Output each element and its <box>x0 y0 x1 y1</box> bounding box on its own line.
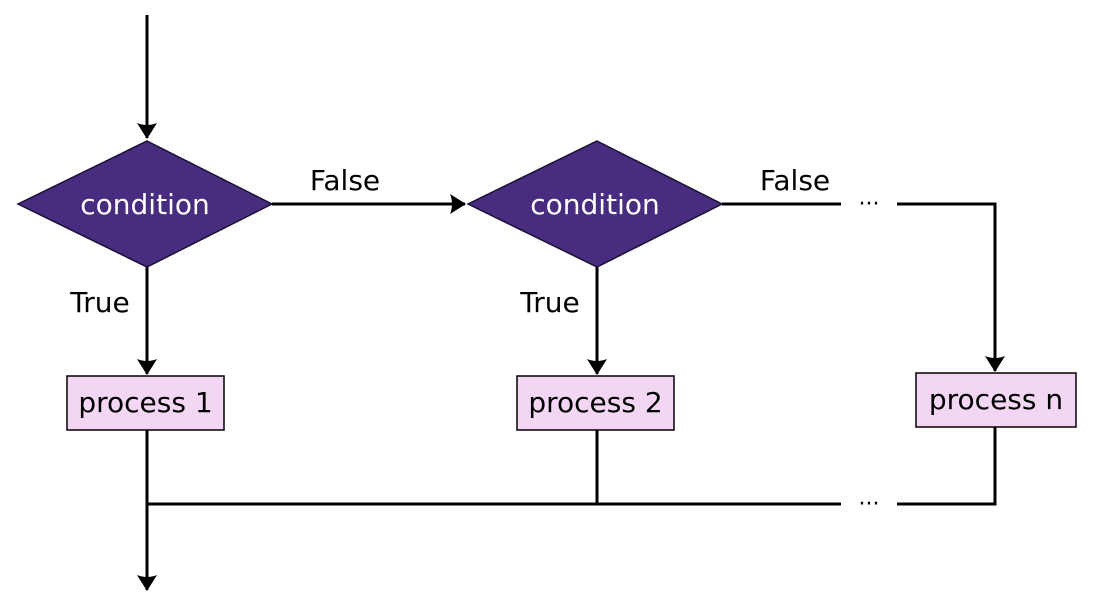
true-label-2: True <box>519 286 579 319</box>
decision-label-1: condition <box>80 188 209 221</box>
process-box-n <box>915 372 1077 428</box>
decision-node-1: condition <box>16 140 274 268</box>
process-label-n: process n <box>929 383 1063 416</box>
process-node-n: process n <box>915 372 1077 428</box>
true-label-1: True <box>69 286 129 319</box>
process-box-1 <box>66 375 225 431</box>
process-label-1: process 1 <box>78 386 212 419</box>
false-label-1: False <box>310 164 380 197</box>
process-box-2 <box>516 375 675 431</box>
process-node-2: process 2 <box>516 375 675 431</box>
decision-diamond-2 <box>466 140 724 268</box>
merge-line-process-n <box>897 427 997 506</box>
decision-label-2: condition <box>530 188 659 221</box>
ellipsis-bottom: ··· <box>859 492 880 517</box>
false-arrow-to-process-n <box>897 202 1005 372</box>
decision-diamond-1 <box>16 140 274 268</box>
false-label-2: False <box>760 164 830 197</box>
process-label-2: process 2 <box>528 386 662 419</box>
ellipsis-top: ··· <box>859 192 880 217</box>
decision-node-2: condition <box>466 140 724 268</box>
process-node-1: process 1 <box>66 375 225 431</box>
